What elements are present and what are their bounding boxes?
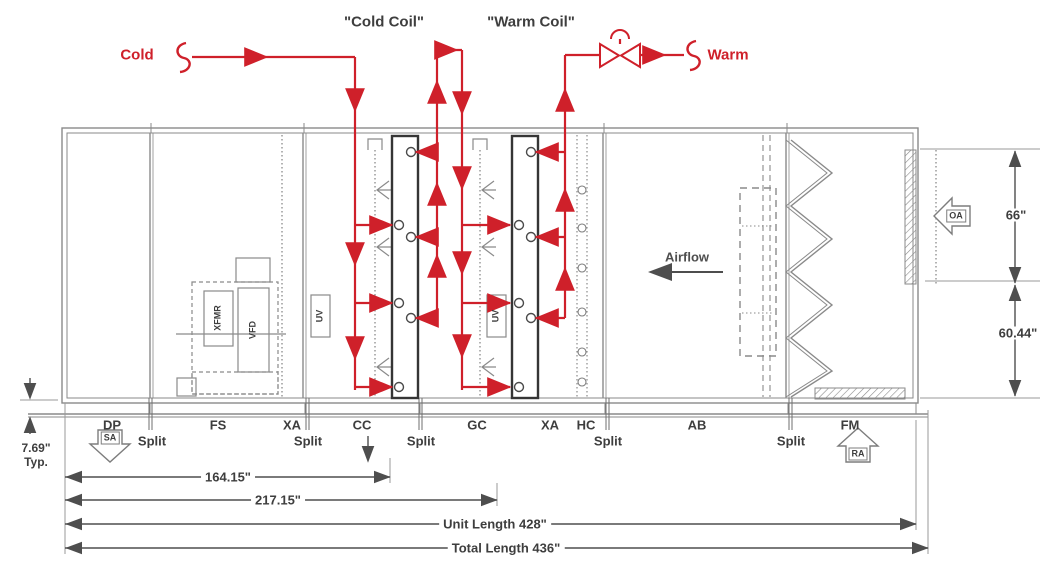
dim-66: 66" xyxy=(1001,208,1031,222)
uv-box-left xyxy=(310,294,331,338)
uv-label-right: UV xyxy=(490,309,501,323)
section-label-gc: GC xyxy=(467,417,487,433)
split-label: Split xyxy=(137,433,167,449)
panel-top-brackets xyxy=(367,138,488,150)
section-label-cc: CC xyxy=(352,417,372,433)
sa-arrow-icon xyxy=(88,429,132,463)
pipe-break-icon xyxy=(176,41,191,74)
warm-label: Warm xyxy=(707,46,749,64)
filter-zigzag xyxy=(785,139,834,398)
dim-unit-length: Unit Length 428" xyxy=(439,517,551,531)
hc-coil-damper xyxy=(576,135,588,397)
cold-coil-label: "Cold Coil" xyxy=(343,13,425,31)
vfd-label: VFD xyxy=(247,321,258,339)
sa-label: SA xyxy=(100,431,120,445)
ra-label: RA xyxy=(848,447,868,461)
transformer-box xyxy=(203,290,234,347)
junction-box xyxy=(176,377,197,397)
air-blender xyxy=(739,135,777,397)
oa-label: OA xyxy=(946,209,966,223)
fan-assembly xyxy=(176,257,286,397)
section-label-xa2: XA xyxy=(540,417,560,433)
extension-lines xyxy=(20,148,1040,554)
transformer-label: XFMR xyxy=(212,305,223,331)
section-label-hc: HC xyxy=(576,417,596,433)
unit-casing xyxy=(61,123,919,404)
dim-base-typ: Typ. xyxy=(24,455,48,469)
spray-chevrons xyxy=(376,180,496,377)
intake-openings xyxy=(814,149,917,400)
air-marker-arrows xyxy=(88,196,971,463)
uv-label-left: UV xyxy=(314,309,325,323)
warm-coil-label: "Warm Coil" xyxy=(487,13,575,31)
split-ticks xyxy=(148,398,793,430)
airflow-label: Airflow xyxy=(664,249,710,265)
oa-opening-hatch xyxy=(904,149,917,285)
section-label-ab: AB xyxy=(687,417,707,433)
section-label-dp: DP xyxy=(102,417,122,433)
flow-arrows xyxy=(244,40,667,397)
dim-164: 164.15" xyxy=(201,470,255,484)
vfd-box xyxy=(237,287,270,373)
heating-coil xyxy=(510,134,540,400)
control-valve-icon xyxy=(599,29,641,69)
split-label: Split xyxy=(293,433,323,449)
dim-60-44: 60.44" xyxy=(994,326,1042,340)
split-label: Split xyxy=(406,433,436,449)
cold-label: Cold xyxy=(120,46,154,64)
section-label-fm: FM xyxy=(840,417,860,433)
dim-base-height: 7.69" xyxy=(21,441,51,455)
eliminator-panels xyxy=(281,135,937,397)
dim-total-length: Total Length 436" xyxy=(447,541,565,555)
split-label: Split xyxy=(776,433,806,449)
cooling-coil xyxy=(390,134,420,400)
pipe-break-icon xyxy=(686,39,701,72)
dim-217: 217.15" xyxy=(251,493,305,507)
split-label: Split xyxy=(593,433,623,449)
base-rail xyxy=(28,403,928,418)
section-label-fs: FS xyxy=(209,417,227,433)
ra-opening-hatch xyxy=(814,387,906,400)
section-label-xa1: XA xyxy=(282,417,302,433)
ra-arrow-icon xyxy=(836,427,880,463)
